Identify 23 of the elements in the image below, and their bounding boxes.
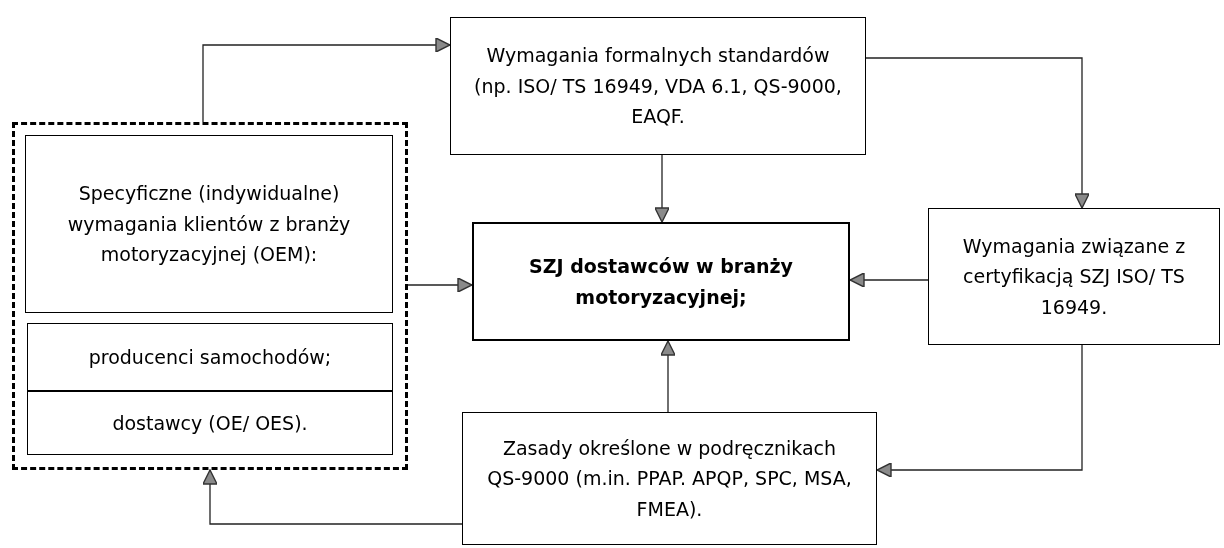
process-box [27,323,393,391]
arrow [407,277,473,293]
box-text: Wymagania związane z certyfikacją SZJ ISO/ TS 16949. [961,233,1187,320]
arrow [660,340,676,413]
box-text: Specyficzne (indywidualne) wymagania klientów z branży motoryzacyjnej (OEM): [66,181,352,268]
process-box [25,135,393,313]
box-text: Wymagania formalnych standardów (np. ISO/ TS 16949, VDA 6.1, QS-9000, EAQF. [473,43,843,130]
process-box [462,412,877,545]
process-box [472,222,850,341]
arrow [865,57,1090,209]
arrow [202,37,451,123]
process-box [928,208,1220,345]
box-text: producenci samochodów; [88,344,332,370]
box-text: SZJ dostawców w branży motoryzacyjnej; [528,254,794,310]
process-box [450,17,866,155]
arrow [849,272,929,288]
dashed-group-frame [12,122,408,470]
process-box [27,391,393,455]
arrow [654,154,670,223]
arrow [202,469,463,525]
arrow [876,344,1083,478]
box-text: Zasady określone w podręcznikach QS-9000 (m.in. PPAP. APQP, SPC, MSA, FMEA). [486,435,853,522]
box-text: dostawcy (OE/ OES). [112,410,308,436]
